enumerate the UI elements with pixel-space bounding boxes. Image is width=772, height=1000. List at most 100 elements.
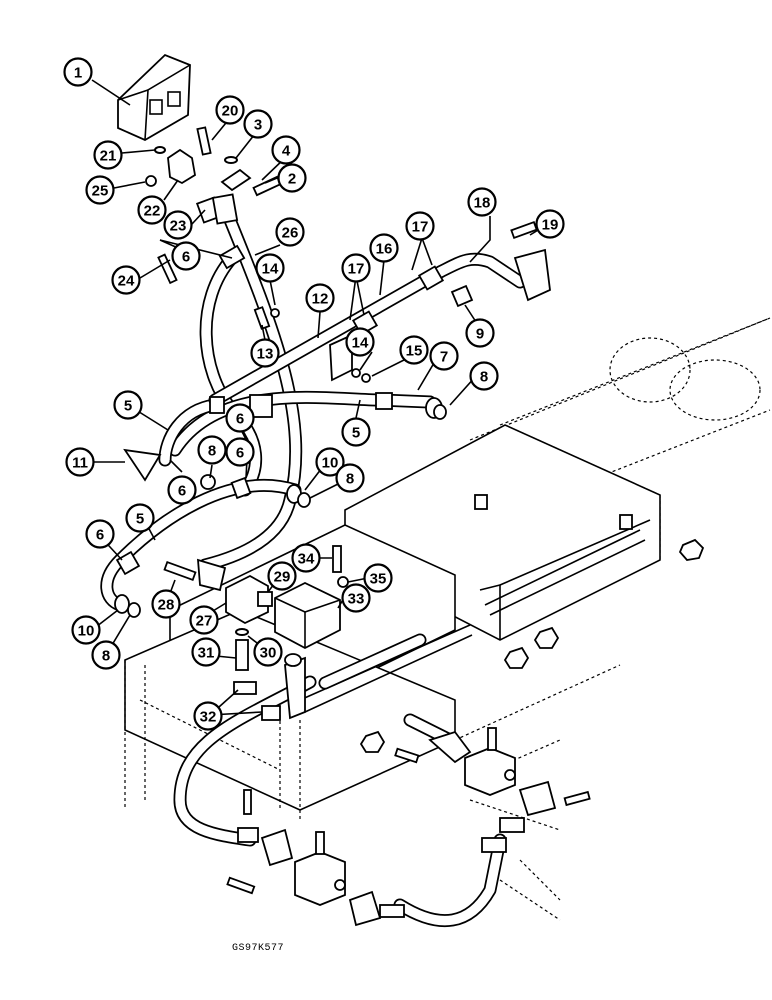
callout-33: 33 — [341, 583, 371, 613]
callout-8: 8 — [335, 463, 365, 493]
fitting-31 — [235, 639, 249, 671]
o-ring-3 — [224, 156, 238, 164]
callout-balloon — [111, 265, 141, 295]
callout-balloon — [189, 605, 219, 635]
callout-balloon — [535, 209, 565, 239]
fitting-8a — [433, 404, 447, 420]
callout-7: 7 — [429, 341, 459, 371]
callout-34: 34 — [291, 543, 321, 573]
callout-number: 1 — [74, 65, 82, 82]
callout-balloon — [341, 417, 371, 447]
callout-5: 5 — [341, 417, 371, 447]
callout-balloon — [171, 241, 201, 271]
bolt-13 — [253, 306, 271, 330]
hoses — [100, 208, 527, 927]
sleeve-6c — [209, 396, 225, 414]
flange-lower-mid — [348, 890, 382, 927]
hose-end-26 — [211, 193, 239, 225]
callout-balloon — [399, 335, 429, 365]
callout-23: 23 — [163, 210, 193, 240]
sleeve-lower-1 — [237, 827, 259, 843]
callout-number: 9 — [476, 326, 484, 343]
callout-balloon — [85, 175, 115, 205]
callout-17: 17 — [341, 253, 371, 283]
callout-number: 34 — [298, 551, 315, 568]
fitting-32 — [233, 681, 257, 695]
callout-6: 6 — [167, 475, 197, 505]
sleeve-17b — [417, 265, 445, 291]
callout-balloon — [469, 361, 499, 391]
callout-number: 29 — [274, 569, 291, 586]
callout-6: 6 — [225, 437, 255, 467]
callout-balloon — [291, 543, 321, 573]
callout-balloon — [405, 211, 435, 241]
nut-right-3 — [503, 646, 530, 669]
callout-number: 2 — [288, 171, 296, 188]
washer-14b — [351, 368, 361, 378]
callout-25: 25 — [85, 175, 115, 205]
callout-balloon — [191, 637, 221, 667]
callout-balloon — [253, 637, 283, 667]
nut-15 — [361, 373, 371, 383]
callout-balloon — [113, 390, 143, 420]
callout-number: 5 — [352, 425, 360, 442]
sleeve-lower-2 — [379, 904, 405, 918]
sleeve-lower-4 — [499, 817, 525, 833]
o-ring-30 — [235, 628, 249, 636]
lower-valve-left — [294, 831, 346, 906]
callout-balloon — [91, 640, 121, 670]
callout-balloon — [215, 95, 245, 125]
callout-balloon — [341, 253, 371, 283]
callout-number: 6 — [236, 411, 244, 428]
callout-14: 14 — [255, 253, 285, 283]
fitting-8b — [200, 474, 216, 490]
callout-balloon — [193, 701, 223, 731]
callout-30: 30 — [253, 637, 283, 667]
plug-9 — [450, 284, 474, 308]
callout-balloon — [275, 217, 305, 247]
callout-9: 9 — [465, 318, 495, 348]
callout-19: 19 — [535, 209, 565, 239]
callout-number: 33 — [348, 591, 365, 608]
bolt-2 — [252, 175, 282, 197]
flange-lower-right-2 — [518, 780, 557, 817]
callout-balloon — [369, 233, 399, 263]
callout-number: 20 — [222, 103, 239, 120]
callout-2: 2 — [277, 163, 307, 193]
callout-number: 19 — [542, 217, 559, 234]
callout-number: 23 — [170, 218, 187, 235]
callout-6: 6 — [225, 403, 255, 433]
bolt-24 — [157, 253, 178, 285]
washer-14 — [270, 308, 280, 318]
callout-balloon — [315, 447, 345, 477]
sleeve-6e — [115, 550, 141, 576]
fitting-29 — [257, 591, 273, 607]
flange-28 — [196, 558, 227, 592]
sleeve-6b — [375, 392, 393, 410]
callout-6: 6 — [85, 519, 115, 549]
tee-top — [284, 653, 302, 667]
callout-number: 16 — [376, 241, 393, 258]
callout-number: 8 — [208, 443, 216, 460]
callout-number: 17 — [348, 261, 365, 278]
callout-10: 10 — [315, 447, 345, 477]
callout-17: 17 — [405, 211, 435, 241]
bolt-19 — [510, 220, 538, 240]
callout-number: 13 — [257, 346, 274, 363]
callout-number: 4 — [282, 143, 291, 160]
callout-balloon — [255, 253, 285, 283]
block-27 — [225, 574, 269, 625]
plug-25 — [145, 175, 157, 187]
callout-number: 27 — [196, 613, 213, 630]
lower-valve-right — [464, 727, 516, 796]
callout-number: 17 — [412, 219, 429, 236]
callout-11: 11 — [65, 447, 95, 477]
callout-22: 22 — [137, 195, 167, 225]
callout-number: 6 — [182, 249, 190, 266]
callout-balloon — [341, 583, 371, 613]
fitting-8c — [297, 492, 311, 508]
parts — [114, 53, 705, 927]
callout-27: 27 — [189, 605, 219, 635]
fitting-right-block — [474, 494, 488, 510]
sleeve-6 — [218, 244, 246, 270]
